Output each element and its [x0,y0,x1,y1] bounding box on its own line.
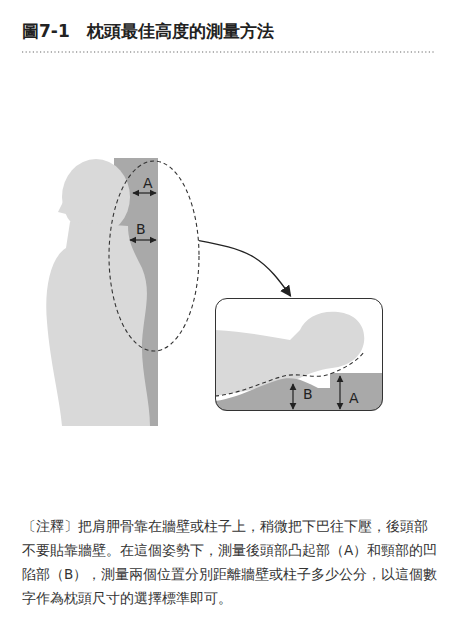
dimension-arrow [133,192,156,193]
standing-person [46,159,150,426]
dimension-arrow [339,376,340,409]
dimension-label: B [303,387,313,401]
dotted-rule [22,51,436,53]
dimension-label: B [136,222,146,236]
figure-title: 圖7-1 枕頭最佳高度的測量方法 [22,20,274,43]
lying-person-inset [215,298,383,411]
dimension-arrow [292,384,293,409]
ellipse-outline [108,160,200,352]
dimension-label: A [143,176,153,190]
dimension-label: A [349,391,359,405]
dimension-arrow [130,239,156,240]
curved-arrow [199,241,291,296]
note-caption: 〔注釋〕把肩胛骨靠在牆壁或柱子上，稍微把下巴往下壓，後頭部不要貼靠牆壁。在這個姿… [22,514,438,610]
inset-box: BA [215,298,383,411]
dashed-ellipse: AB [108,160,200,352]
